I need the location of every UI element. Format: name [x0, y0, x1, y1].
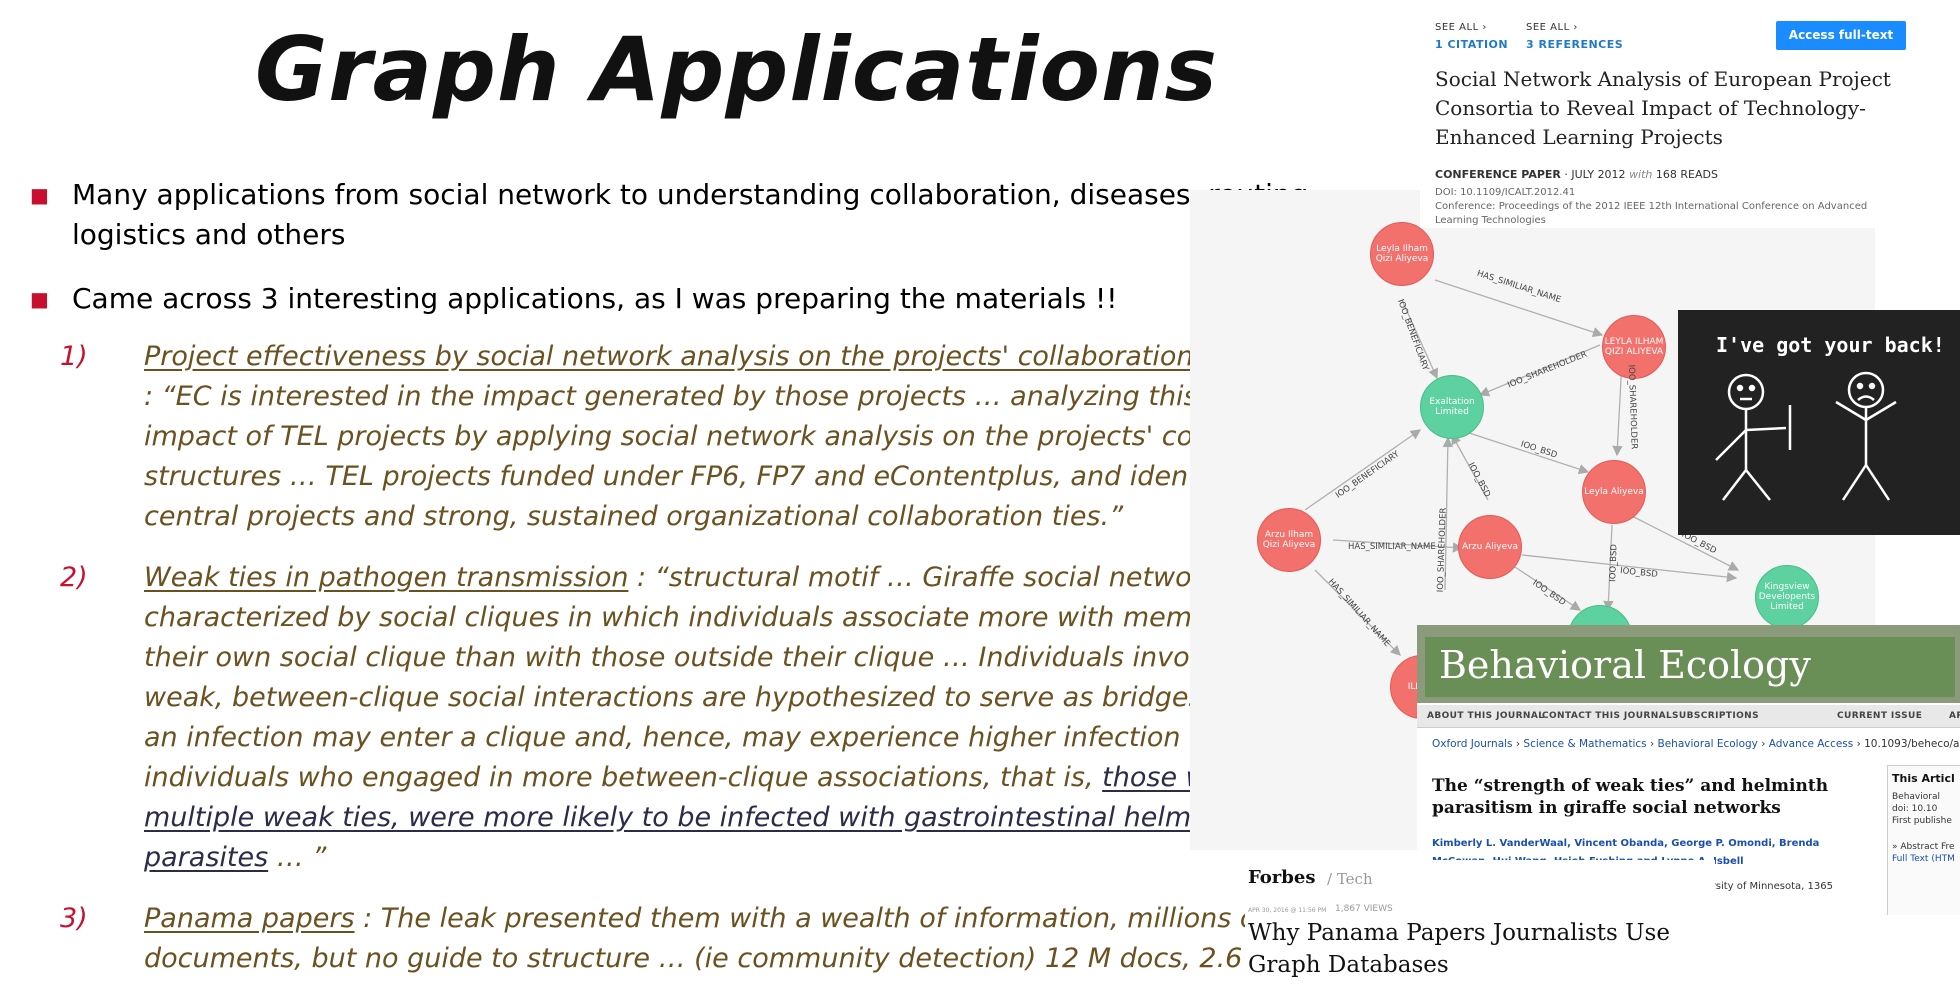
- application-item: 1) Project effectiveness by social netwo…: [60, 337, 1350, 537]
- paper-meta: CONFERENCE PAPER · JULY 2012 with 168 RE…: [1435, 168, 1718, 181]
- application-item: 3) Panama papers : The leak presented th…: [60, 899, 1350, 979]
- square-bullet-icon: ■: [30, 183, 49, 207]
- application-item: 2) Weak ties in pathogen transmission : …: [60, 558, 1350, 878]
- item-text: : “EC is interested in the impact genera…: [144, 381, 1338, 532]
- item-text: : “structural motif … Giraffe social net…: [144, 562, 1332, 793]
- graph-node[interactable]: Kingsview Developents Limited: [1755, 565, 1819, 629]
- stick-figure-meme-image: I've got your back!: [1678, 310, 1960, 535]
- forbes-article: Forbes / Tech APR 30, 2016 @ 11:56 PM 1,…: [1245, 860, 1715, 986]
- nav-contact[interactable]: CONTACT THIS JOURNAL: [1542, 711, 1673, 721]
- bullet-text: Many applications from social network to…: [72, 178, 1309, 251]
- researchgate-card: SEE ALL › 1 CITATION SEE ALL › 3 REFEREN…: [1420, 18, 1910, 228]
- slide-title: Graph Applications: [255, 18, 1218, 121]
- see-all-link[interactable]: SEE ALL ›: [1435, 22, 1487, 33]
- breadcrumb-item[interactable]: Oxford Journals: [1432, 738, 1513, 750]
- item-body: Project effectiveness by social network …: [144, 337, 1350, 537]
- breadcrumb: Oxford Journals › Science & Mathematics …: [1432, 738, 1960, 750]
- journal-nav: ABOUT THIS JOURNAL CONTACT THIS JOURNAL …: [1417, 705, 1960, 728]
- citation-count[interactable]: 1 CITATION: [1435, 38, 1509, 51]
- item-tail: … ”: [268, 842, 327, 873]
- sidebar-line: doi: 10.10: [1892, 804, 1938, 814]
- journal-name: Behavioral Ecology: [1439, 643, 1811, 687]
- item-body: Panama papers : The leak presented them …: [144, 899, 1350, 979]
- item-number: 3): [60, 903, 88, 934]
- article-title: The “strength of weak ties” and helminth…: [1432, 776, 1829, 818]
- square-bullet-icon: ■: [30, 287, 49, 311]
- paper-doi-block: DOI: 10.1109/ICALT.2012.41 Conference: P…: [1435, 186, 1905, 228]
- breadcrumb-item[interactable]: Behavioral Ecology: [1657, 738, 1758, 750]
- item-link[interactable]: Weak ties in pathogen transmission: [144, 562, 629, 593]
- sidebar-line: Behavioral: [1892, 792, 1940, 802]
- nav-archive[interactable]: AR: [1949, 711, 1960, 721]
- forbes-logo[interactable]: Forbes: [1248, 867, 1316, 888]
- sidebar-line: First publishe: [1892, 816, 1952, 826]
- breadcrumb-item[interactable]: Advance Access: [1768, 738, 1854, 750]
- journal-banner-inner: [1425, 637, 1955, 697]
- sidebar-title: This Articl: [1892, 772, 1955, 785]
- paper-title[interactable]: Social Network Analysis of European Proj…: [1435, 67, 1891, 149]
- item-body: Weak ties in pathogen transmission : “st…: [144, 558, 1350, 878]
- see-all-link[interactable]: SEE ALL ›: [1526, 22, 1578, 33]
- reference-count[interactable]: 3 REFERENCES: [1526, 38, 1624, 51]
- item-link[interactable]: Project effectiveness by social network …: [144, 341, 1340, 372]
- breadcrumb-doi: 10.1093/beheco/arw035: [1864, 738, 1960, 750]
- nav-subscriptions[interactable]: SUBSCRIPTIONS: [1672, 711, 1759, 721]
- item-number: 1): [60, 341, 88, 372]
- nav-about[interactable]: ABOUT THIS JOURNAL: [1427, 711, 1545, 721]
- forbes-headline[interactable]: Why Panama Papers Journalists Use Graph …: [1248, 920, 1670, 978]
- forbes-section[interactable]: / Tech: [1327, 870, 1373, 888]
- bullet-list: ■ Many applications from social network …: [30, 175, 1310, 343]
- graph-node[interactable]: Arzu Aliyeva: [1458, 515, 1522, 579]
- bullet-item: ■ Came across 3 interesting applications…: [30, 279, 1310, 319]
- forbes-views: 1,867 VIEWS: [1335, 904, 1393, 914]
- graph-node[interactable]: Leyla Ilham Qizi Aliyeva: [1370, 222, 1434, 286]
- paper-doi: DOI: 10.1109/ICALT.2012.41: [1435, 187, 1576, 198]
- graph-node[interactable]: LEYLA ILHAM QIZI ALIYEVA: [1602, 315, 1666, 379]
- item-number: 2): [60, 562, 88, 593]
- item-text: : The leak presented them with a wealth …: [144, 903, 1286, 974]
- forbes-date: APR 30, 2016 @ 11:56 PM: [1248, 907, 1327, 914]
- edge-label: HAS_SIMILIAR_NAME: [1348, 542, 1436, 552]
- graph-node[interactable]: Exaltation Limited: [1420, 375, 1484, 439]
- breadcrumb-item[interactable]: Science & Mathematics: [1523, 738, 1647, 750]
- bullet-item: ■ Many applications from social network …: [30, 175, 1310, 255]
- nav-current-issue[interactable]: CURRENT ISSUE: [1837, 711, 1923, 721]
- bullet-text: Came across 3 interesting applications, …: [72, 282, 1118, 315]
- paper-with: with: [1629, 168, 1653, 181]
- edge-label: IOO_BSD: [1608, 543, 1620, 583]
- sidebar-line[interactable]: Full Text (HTM: [1892, 854, 1955, 864]
- item-link-secondary[interactable]: those with multiple weak ties, were more…: [144, 762, 1244, 873]
- paper-reads: 168 READS: [1655, 168, 1718, 181]
- paper-date: · JULY 2012: [1564, 168, 1626, 181]
- application-list: 1) Project effectiveness by social netwo…: [60, 337, 1350, 1000]
- paper-conference: Conference: Proceedings of the 2012 IEEE…: [1435, 201, 1868, 226]
- meme-caption: I've got your back!: [1716, 333, 1945, 357]
- article-sidebar: This Articl Behavioral doi: 10.10 First …: [1887, 765, 1960, 915]
- sidebar-line[interactable]: » Abstract Fre: [1892, 842, 1955, 852]
- item-link[interactable]: Panama papers: [144, 903, 355, 934]
- paper-type: CONFERENCE PAPER: [1435, 168, 1561, 181]
- access-fulltext-button[interactable]: Access full-text: [1776, 21, 1906, 50]
- graph-node[interactable]: Leyla Aliyeva: [1582, 460, 1646, 524]
- stick-figures-icon: [1715, 371, 1897, 501]
- graph-node[interactable]: Arzu Ilham Qizi Aliyeva: [1257, 508, 1321, 572]
- graph-edges: [1304, 279, 1740, 656]
